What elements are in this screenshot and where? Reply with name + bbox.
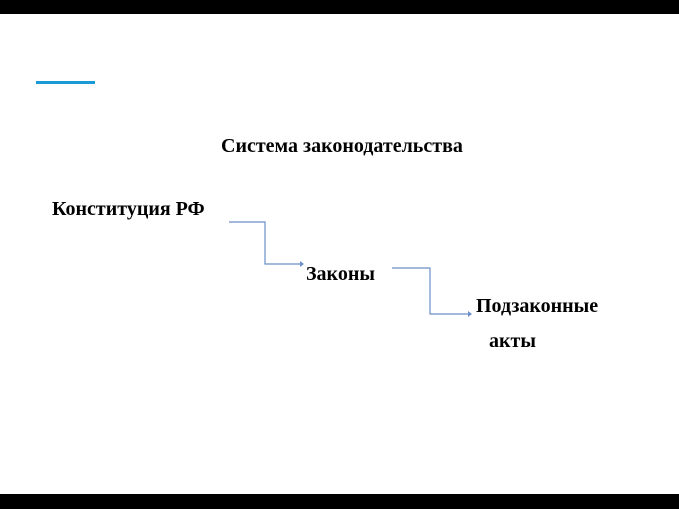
- connector-laws-to-bylaws: [392, 267, 468, 315]
- node-constitution: Конституция РФ: [52, 198, 205, 220]
- accent-line: [36, 81, 95, 84]
- connector-constitution-to-laws: [229, 221, 300, 265]
- arrowhead-bylaws: [468, 311, 472, 317]
- diagram-title: Система законодательства: [221, 135, 463, 157]
- node-bylaws-line2: акты: [489, 330, 536, 352]
- arrowhead-laws: [300, 261, 304, 267]
- connectors: [229, 221, 472, 317]
- node-laws: Законы: [306, 263, 375, 285]
- slide: Система законодательства Конституция РФ …: [0, 14, 679, 494]
- node-bylaws-line1: Подзаконные: [476, 295, 599, 317]
